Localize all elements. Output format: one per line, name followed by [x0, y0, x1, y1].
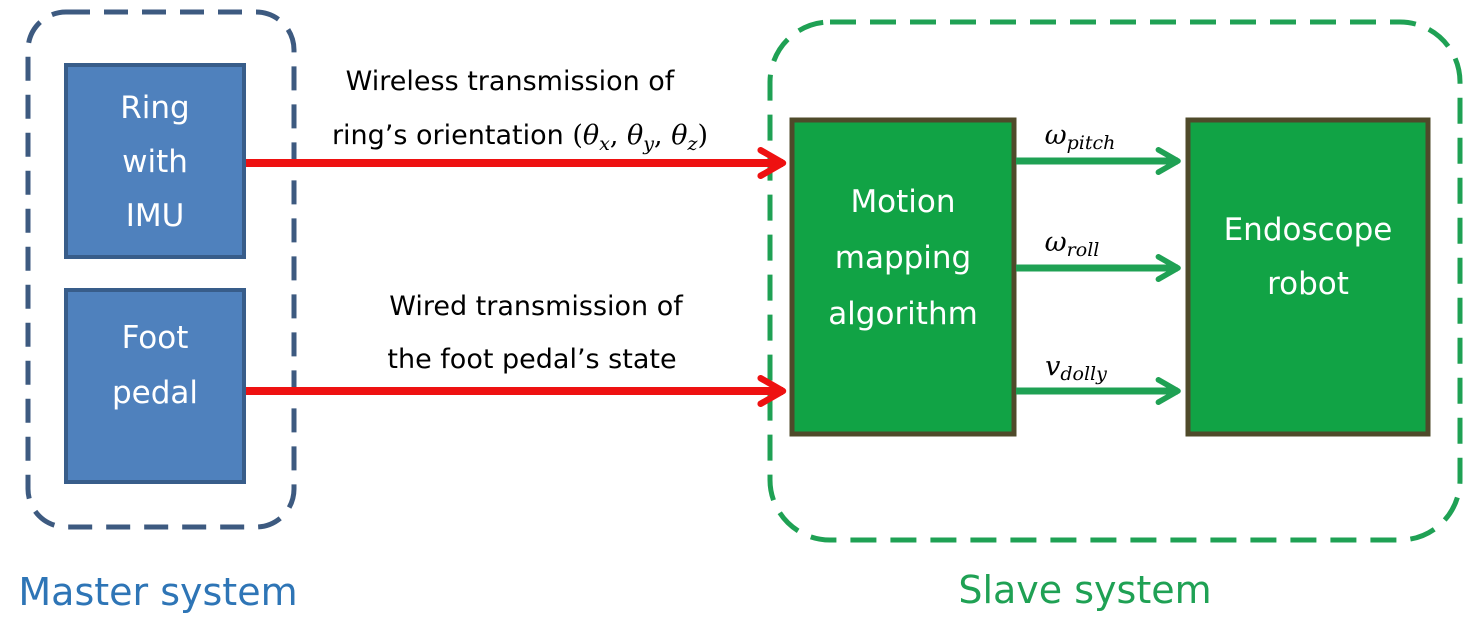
- v-dolly-symbol: v: [1045, 351, 1060, 382]
- foot-pedal-label-1: Foot: [122, 320, 189, 356]
- comma-1: ,: [610, 120, 627, 151]
- ring-imu-node: Ring with IMU: [64, 63, 246, 259]
- ring-imu-box: [64, 63, 246, 259]
- theta-y-symbol: θ: [627, 120, 643, 151]
- motion-mapping-node: Motion mapping algorithm: [789, 117, 1017, 437]
- v-dolly-subscript: dolly: [1060, 363, 1107, 385]
- theta-x-subscript: x: [599, 133, 610, 155]
- endoscope-robot-node: Endoscope robot: [1185, 117, 1431, 437]
- omega-roll-label: ωroll: [1045, 227, 1100, 261]
- motion-mapping-label-3: algorithm: [828, 296, 978, 332]
- endoscope-robot-label-1: Endoscope: [1224, 212, 1393, 248]
- foot-pedal-box: [64, 288, 246, 484]
- master-system-label: Master system: [18, 570, 297, 614]
- foot-pedal-label-2: pedal: [112, 375, 198, 411]
- foot-pedal-node: Foot pedal: [64, 288, 246, 484]
- ring-imu-label-2: with: [122, 144, 188, 180]
- omega-pitch-symbol: ω: [1045, 120, 1067, 151]
- wired-label-line2: the foot pedal’s state: [387, 344, 676, 375]
- wireless-label-line1: Wireless transmission of: [346, 66, 676, 97]
- omega-roll-symbol: ω: [1045, 227, 1067, 258]
- theta-z-symbol: θ: [671, 120, 687, 151]
- slave-system-boundary: [767, 19, 1463, 543]
- paren-close: ): [697, 120, 708, 151]
- motion-mapping-label-2: mapping: [835, 240, 972, 276]
- master-system-boundary: [25, 9, 297, 530]
- theta-z-subscript: z: [686, 133, 698, 155]
- wireless-label-line2: ring’s orientation (θx, θy, θz): [332, 120, 708, 155]
- theta-y-subscript: y: [642, 133, 654, 155]
- wireless-label-text: ring’s orientation: [332, 120, 564, 151]
- endoscope-robot-box: [1185, 117, 1431, 437]
- paren-open: (: [572, 120, 583, 151]
- wired-label-line1: Wired transmission of: [389, 291, 684, 322]
- motion-mapping-box: [789, 117, 1017, 437]
- v-dolly-label: vdolly: [1045, 351, 1107, 385]
- slave-system-label: Slave system: [958, 568, 1211, 612]
- ring-imu-label-3: IMU: [126, 198, 185, 234]
- motion-mapping-label-1: Motion: [850, 184, 955, 220]
- comma-2: ,: [654, 120, 671, 151]
- endoscope-robot-label-2: robot: [1267, 266, 1349, 302]
- omega-pitch-label: ωpitch: [1045, 120, 1116, 154]
- omega-pitch-subscript: pitch: [1067, 132, 1116, 154]
- omega-roll-subscript: roll: [1067, 239, 1100, 261]
- ring-imu-label-1: Ring: [120, 90, 189, 126]
- theta-x-symbol: θ: [583, 120, 599, 151]
